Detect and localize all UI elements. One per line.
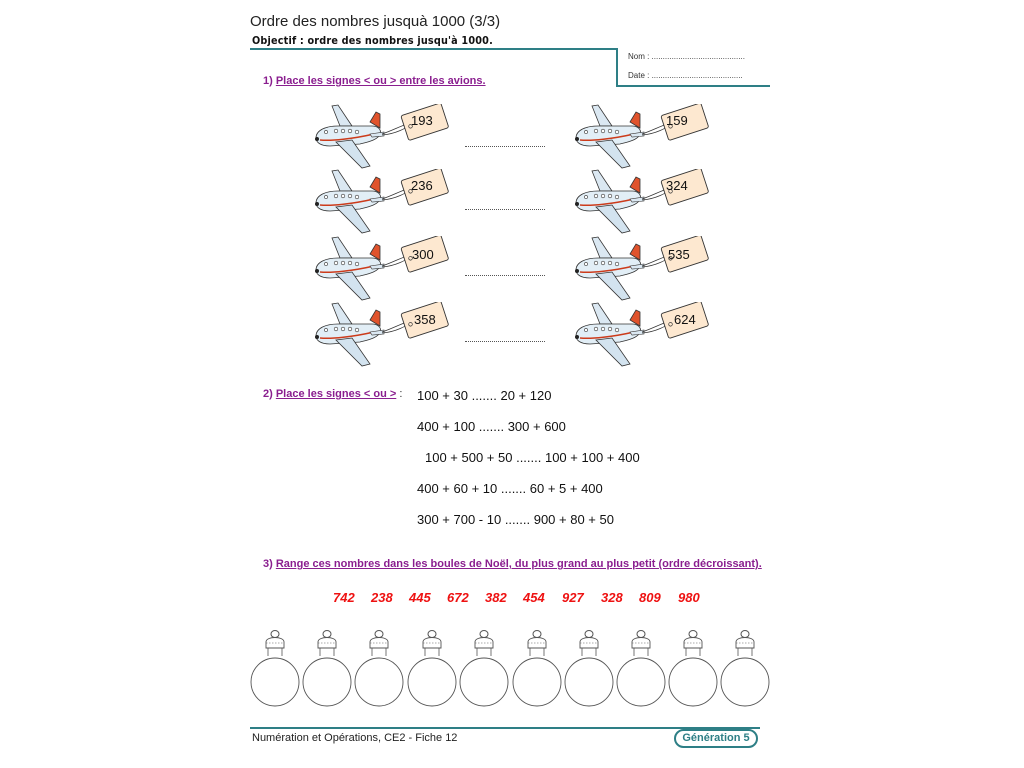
exercise2-number: 2): [263, 388, 273, 400]
comparison-expression-2[interactable]: 400 + 100 ....... 300 + 600: [417, 419, 566, 434]
airplane-icon: [314, 302, 449, 367]
airplane-icon: [574, 169, 709, 234]
answer-blank-4[interactable]: [465, 340, 545, 342]
publisher-badge: Génération 5: [674, 729, 758, 748]
exercise2-heading: 2) Place les signes < ou > :: [263, 388, 402, 400]
tag-number-left-4: 358: [414, 312, 436, 327]
footer-divider: [250, 727, 760, 729]
christmas-bauble-icon[interactable]: [511, 630, 563, 708]
header-divider-vertical: [616, 48, 618, 86]
objective-text: Objectif : ordre des nombres jusqu'à 100…: [252, 34, 493, 47]
date-field[interactable]: Date : .................................…: [628, 71, 743, 80]
airplane-icon: [574, 302, 709, 367]
christmas-bauble-icon[interactable]: [563, 630, 615, 708]
comparison-expression-5[interactable]: 300 + 700 - 10 ....... 900 + 80 + 50: [417, 512, 614, 527]
christmas-bauble-icon[interactable]: [615, 630, 667, 708]
airplane-icon: [314, 236, 449, 301]
header-divider: [250, 48, 617, 50]
tag-number-right-1: 159: [666, 113, 688, 128]
christmas-bauble-icon[interactable]: [667, 630, 719, 708]
airplane-icon: [314, 169, 449, 234]
christmas-bauble-icon[interactable]: [406, 630, 458, 708]
tag-number-left-3: 300: [412, 247, 434, 262]
christmas-bauble-icon[interactable]: [249, 630, 301, 708]
exercise1-number: 1): [263, 75, 273, 87]
number-to-sort: 454: [523, 590, 545, 605]
christmas-bauble-icon[interactable]: [353, 630, 405, 708]
exercise2-colon: :: [396, 388, 403, 400]
comparison-expression-3[interactable]: 100 + 500 + 50 ....... 100 + 100 + 400: [425, 450, 640, 465]
tag-number-right-4: 624: [674, 312, 696, 327]
comparison-expression-1[interactable]: 100 + 30 ....... 20 + 120: [417, 388, 552, 403]
christmas-bauble-icon[interactable]: [458, 630, 510, 708]
exercise3-number: 3): [263, 558, 273, 570]
name-field[interactable]: Nom : ..................................…: [628, 52, 745, 61]
christmas-bauble-icon[interactable]: [719, 630, 771, 708]
airplane-icon: [574, 236, 709, 301]
answer-blank-2[interactable]: [465, 208, 545, 210]
tag-number-left-1: 193: [411, 113, 433, 128]
christmas-bauble-icon[interactable]: [301, 630, 353, 708]
answer-blank-1[interactable]: [465, 145, 545, 147]
tag-number-right-3: 535: [668, 247, 690, 262]
exercise2-instruction: Place les signes < ou >: [275, 388, 397, 400]
number-to-sort: 927: [562, 590, 584, 605]
number-to-sort: 672: [447, 590, 469, 605]
exercise3-instruction: Range ces nombres dans les boules de Noë…: [275, 558, 762, 570]
number-to-sort: 742: [333, 590, 355, 605]
worksheet-title: Ordre des nombres jusquà 1000 (3/3): [250, 13, 501, 30]
airplane-icon: [574, 104, 709, 169]
tag-number-right-2: 324: [666, 178, 688, 193]
tag-number-left-2: 236: [411, 178, 433, 193]
answer-blank-3[interactable]: [465, 274, 545, 276]
number-to-sort: 382: [485, 590, 507, 605]
number-to-sort: 328: [601, 590, 623, 605]
name-box-divider: [616, 85, 770, 87]
exercise3-heading: 3) Range ces nombres dans les boules de …: [263, 558, 762, 570]
footer-text: Numération et Opérations, CE2 - Fiche 12: [252, 732, 458, 744]
exercise1-instruction: Place les signes < ou > entre les avions…: [275, 75, 486, 87]
number-to-sort: 980: [678, 590, 700, 605]
number-to-sort: 809: [639, 590, 661, 605]
number-to-sort: 238: [371, 590, 393, 605]
exercise1-heading: 1) Place les signes < ou > entre les avi…: [263, 75, 486, 87]
airplane-icon: [314, 104, 449, 169]
number-to-sort: 445: [409, 590, 431, 605]
comparison-expression-4[interactable]: 400 + 60 + 10 ....... 60 + 5 + 400: [417, 481, 603, 496]
